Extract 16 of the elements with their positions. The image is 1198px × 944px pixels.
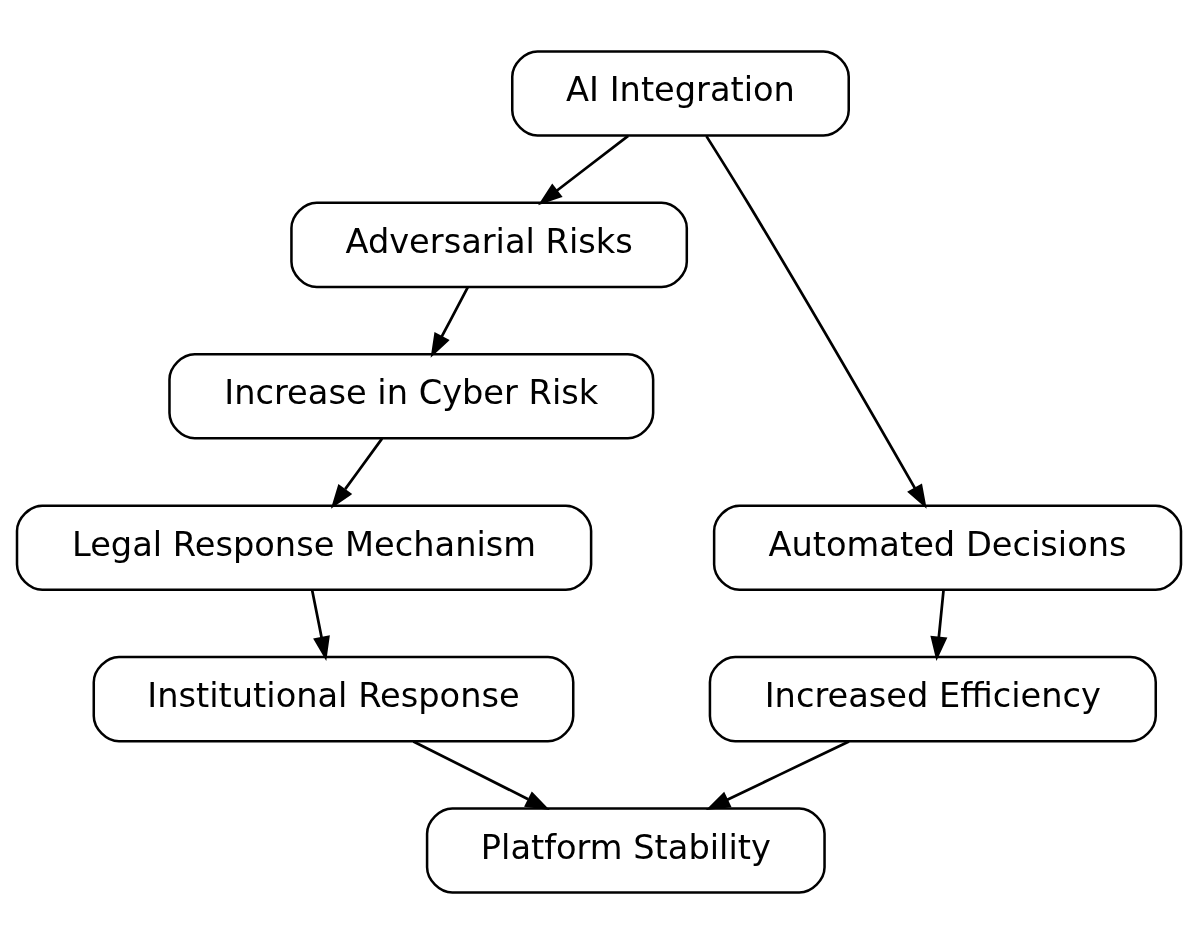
arrow [412,740,550,811]
arrow [310,589,330,661]
node-box: Legal Response Mechanism [15,504,593,591]
node-box: Institutional Response [92,655,575,743]
node-box: Automated Decisions [712,504,1183,591]
node-box: Adversarial Risks [290,201,689,289]
arrow [330,437,384,509]
arrow [705,740,850,811]
arrow [930,589,948,661]
node-box: AI Integration [511,50,850,137]
node-box: Increase in Cyber Risk [168,353,655,440]
arrow [538,134,630,206]
node-box: Platform Stability [425,807,826,894]
arrow [430,286,470,358]
node-box: Increased Efficiency [708,655,1157,743]
arrow [705,135,927,509]
